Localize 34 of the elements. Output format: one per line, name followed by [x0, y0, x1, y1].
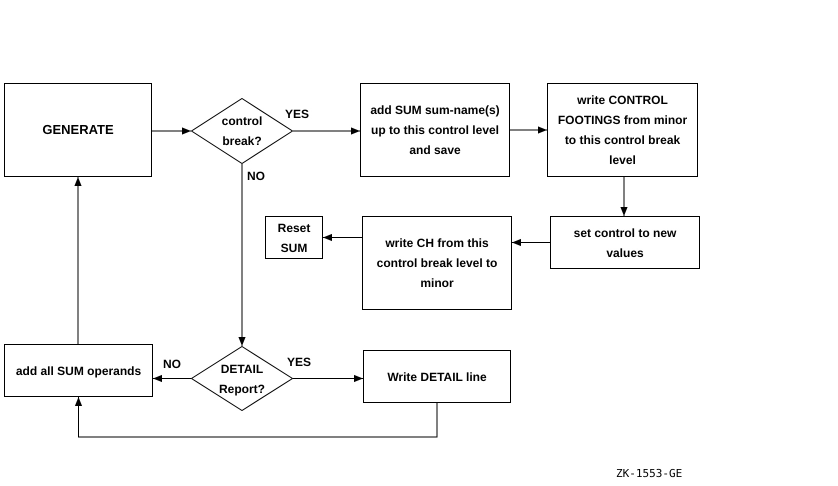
arrow	[74, 396, 438, 438]
node-text: add all SUM operands	[14, 362, 142, 380]
process-box	[265, 216, 323, 259]
arrow	[152, 374, 192, 382]
arrow	[292, 374, 364, 382]
arrow	[292, 127, 360, 135]
process-box	[550, 216, 700, 269]
node-text: GENERATE	[41, 121, 115, 139]
arrow	[152, 127, 192, 135]
process-box	[547, 83, 698, 177]
arrow	[322, 234, 362, 242]
figure-code: ZK-1553-GE	[616, 468, 682, 479]
arrow	[512, 238, 550, 246]
node-text: control break?	[220, 113, 264, 150]
edge-label: YES	[284, 108, 310, 120]
node-text: write CONTROL FOOTINGS from minor to this control break level	[556, 92, 688, 169]
node-text: Reset SUM	[276, 220, 312, 256]
arrow	[238, 164, 246, 346]
node-text: DETAIL Report?	[218, 360, 266, 398]
edge-label: NO	[246, 170, 266, 182]
node-text: Write DETAIL line	[386, 368, 488, 386]
process-box	[363, 350, 511, 403]
arrow	[620, 176, 628, 216]
node-text: write CH from this control break level to minor	[376, 235, 498, 292]
process-box	[4, 344, 153, 397]
node-text: add SUM sum-name(s) up to this control level and save	[369, 102, 501, 159]
edge-label: YES	[286, 356, 312, 368]
node-text: set control to new values	[572, 224, 678, 262]
process-box	[360, 83, 510, 177]
arrow	[510, 126, 548, 134]
edge-label: NO	[162, 358, 182, 370]
arrow	[74, 176, 82, 344]
process-box	[4, 83, 152, 177]
process-box	[362, 216, 512, 310]
